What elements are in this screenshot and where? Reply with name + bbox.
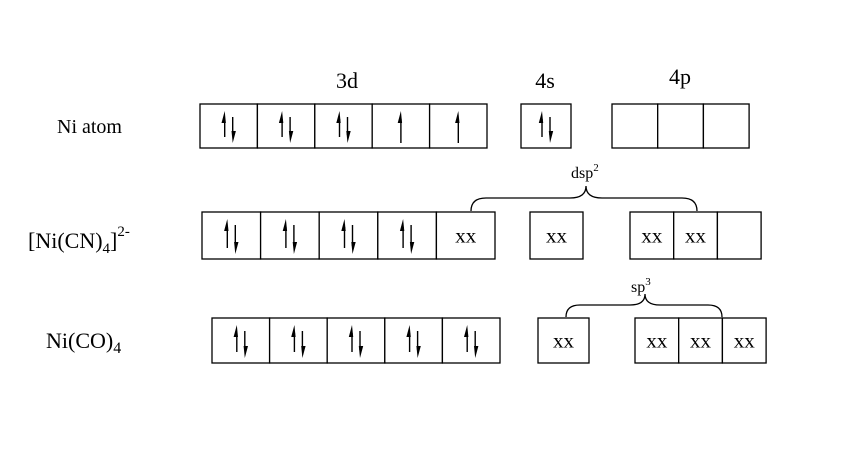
spin-up-arrow <box>224 219 229 248</box>
spin-up-arrow <box>233 325 238 352</box>
header-4s: 4s <box>535 68 555 93</box>
header-3d: 3d <box>336 68 358 93</box>
sp3-bracket <box>565 293 723 318</box>
hybrid-label-sp3: sp3 <box>631 276 651 296</box>
orbital-group-1-0: xx <box>201 211 496 260</box>
hybrid-sup: 2 <box>593 162 599 174</box>
spin-up-arrow <box>341 219 346 248</box>
hybrid-label-dsp2: dsp2 <box>571 162 599 182</box>
spin-down-arrow <box>548 117 554 143</box>
spin-up-arrow <box>282 219 288 248</box>
orbital-box <box>314 103 373 149</box>
spin-down-arrow <box>416 331 421 358</box>
spin-down-arrow <box>346 117 351 143</box>
label-subscript: 4 <box>103 241 111 257</box>
orbital-box <box>384 317 444 364</box>
orbital-box <box>702 103 750 149</box>
orbital-box <box>268 317 328 364</box>
spin-down-arrow <box>231 117 236 143</box>
spin-up-arrow <box>221 111 226 137</box>
orbital-group-2-0 <box>211 317 501 364</box>
orbital-group-1-1: xx <box>529 211 584 260</box>
orbital-box <box>201 211 262 260</box>
header-4p: 4p <box>669 64 691 89</box>
orbital-box <box>256 103 316 149</box>
orbital-box <box>441 317 501 364</box>
orbital-group-0-0 <box>199 103 488 149</box>
orbital-box <box>326 317 386 364</box>
spin-up-arrow <box>348 325 354 352</box>
label-close: ] <box>110 228 117 253</box>
orbital-box <box>371 103 431 149</box>
label-main: Ni(CO) <box>46 328 113 353</box>
ligand-electron-pair: xx <box>455 224 477 248</box>
spin-up-arrow <box>291 325 296 352</box>
spin-up-arrow <box>278 111 284 137</box>
orbital-box: xx <box>721 317 767 364</box>
label-charge: 2- <box>117 224 130 240</box>
ligand-electron-pair: xx <box>685 224 707 248</box>
orbital-group-2-1: xx <box>537 317 590 364</box>
orbital-box <box>611 103 659 149</box>
spin-down-arrow <box>351 225 356 254</box>
spin-down-arrow <box>358 331 364 358</box>
orbital-box: xx <box>537 317 590 364</box>
spin-down-arrow <box>234 225 239 254</box>
spin-down-arrow <box>474 331 479 358</box>
orbital-box <box>199 103 259 149</box>
spin-down-arrow <box>292 225 298 254</box>
label-main: [Ni(CN) <box>28 228 103 253</box>
label-subscript: 4 <box>113 340 121 357</box>
orbital-box: xx <box>678 317 724 364</box>
ligand-electron-pair: xx <box>690 329 712 353</box>
spin-down-arrow <box>288 117 294 143</box>
spin-up-arrow <box>406 325 411 352</box>
row-label-ni-co4: Ni(CO)4 <box>46 328 121 357</box>
spin-down-arrow <box>409 225 415 254</box>
dsp2-bracket <box>470 185 698 212</box>
orbital-group-0-2 <box>611 103 750 149</box>
orbital-box: xx <box>673 211 719 260</box>
orbital-box <box>259 211 320 260</box>
orbital-box <box>318 211 379 260</box>
spin-up-arrow <box>336 111 341 137</box>
hybrid-main: dsp <box>571 165 593 182</box>
spin-up-arrow <box>399 219 405 248</box>
ligand-electron-pair: xx <box>553 329 575 353</box>
row-label-ni-cn4: [Ni(CN)4]2- <box>28 224 130 257</box>
orbital-box: xx <box>435 211 496 260</box>
orbital-box: xx <box>529 211 584 260</box>
ligand-electron-pair: xx <box>734 329 756 353</box>
orbital-box <box>211 317 271 364</box>
hybrid-sup: 3 <box>645 276 651 288</box>
spin-up-arrow <box>464 325 469 352</box>
spin-up-arrow <box>397 111 403 143</box>
spin-down-arrow <box>243 331 248 358</box>
orbital-box: xx <box>634 317 680 364</box>
hybrid-main: sp <box>631 279 645 296</box>
ligand-electron-pair: xx <box>546 224 568 248</box>
orbital-group-0-1 <box>520 103 572 149</box>
ligand-electron-pair: xx <box>641 224 663 248</box>
orbital-box <box>657 103 705 149</box>
row-label-ni-atom: Ni atom <box>57 116 122 138</box>
orbital-box <box>428 103 488 149</box>
spin-up-arrow <box>455 111 460 143</box>
orbital-box: xx <box>629 211 675 260</box>
orbital-box <box>520 103 572 149</box>
ligand-electron-pair: xx <box>646 329 668 353</box>
orbital-box <box>377 211 438 260</box>
orbital-box <box>716 211 762 260</box>
spin-down-arrow <box>301 331 306 358</box>
spin-up-arrow <box>538 111 544 137</box>
